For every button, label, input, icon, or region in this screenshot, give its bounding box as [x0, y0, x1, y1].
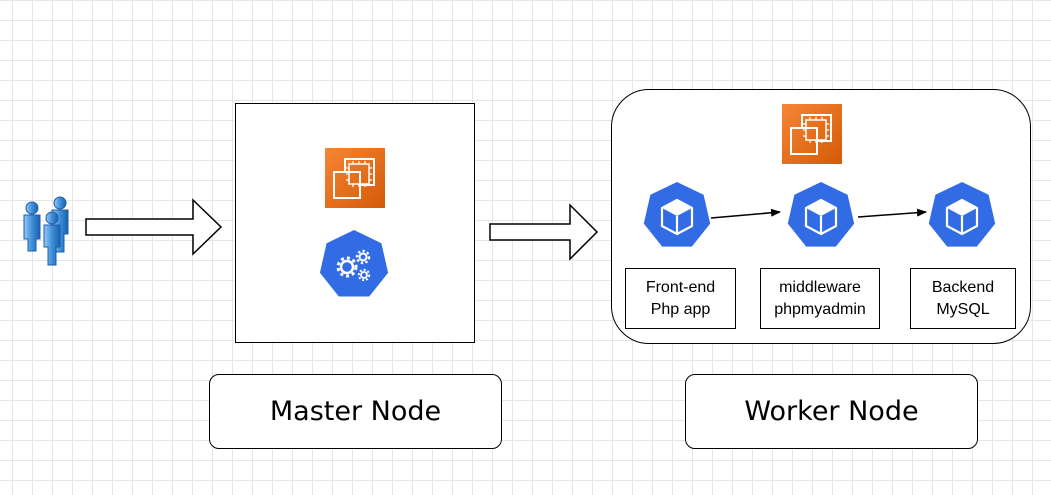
service-middleware-detail: phpmyadmin [774, 300, 866, 318]
master-node-label: Master Node [269, 396, 442, 427]
master-node-label-box: Master Node [209, 374, 502, 449]
master-node-box [235, 103, 475, 343]
service-backend-name: Backend [931, 278, 995, 296]
service-middleware-box: middleware phpmyadmin [760, 268, 880, 329]
service-frontend-detail: Php app [650, 300, 711, 318]
service-backend-detail: MySQL [936, 300, 990, 318]
ec2-instance-icon [782, 104, 842, 164]
kubernetes-pod-icon [642, 180, 712, 248]
service-backend-box: Backend MySQL [910, 268, 1016, 329]
kubernetes-pod-icon [786, 180, 856, 248]
service-frontend-name: Front-end [645, 278, 716, 296]
connector-middleware-to-backend [857, 208, 927, 218]
connector-frontend-to-middleware [710, 208, 781, 219]
kubernetes-pod-icon [927, 180, 997, 248]
service-middleware-name: middleware [779, 278, 861, 296]
users-icon [23, 196, 69, 266]
service-frontend-box: Front-end Php app [625, 268, 736, 329]
ec2-instance-icon [325, 148, 385, 208]
flow-arrow-users-to-master [85, 198, 223, 256]
worker-node-label: Worker Node [744, 396, 919, 427]
flow-arrow-master-to-worker [489, 203, 599, 261]
kubernetes-control-plane-icon [319, 230, 389, 297]
worker-node-label-box: Worker Node [685, 374, 978, 449]
